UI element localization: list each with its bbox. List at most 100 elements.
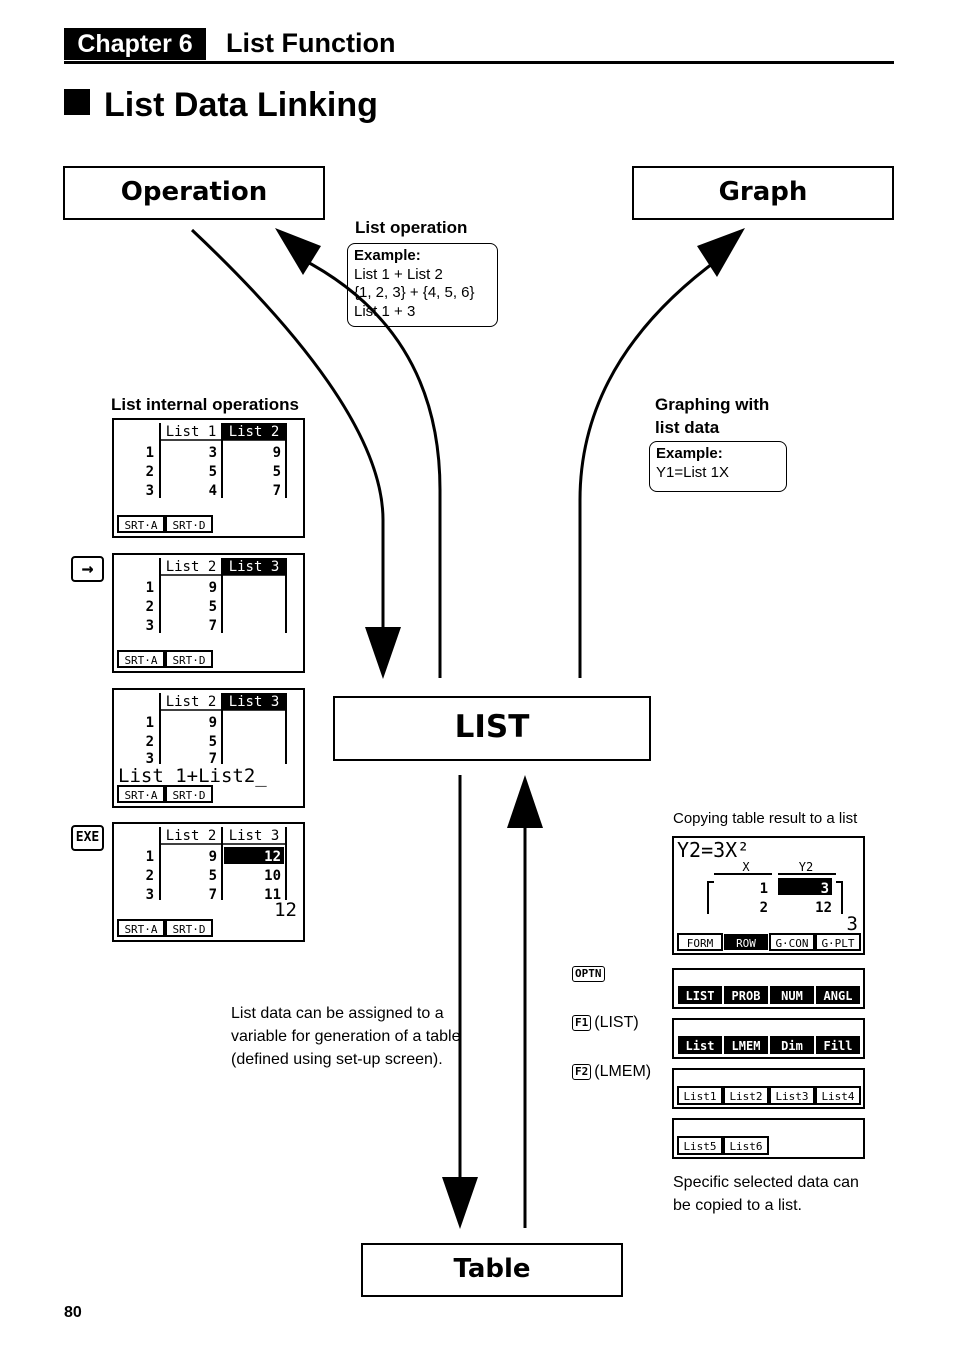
cell-value-selected: 12	[264, 849, 281, 865]
row-number: 2	[146, 734, 154, 750]
menu-strip: List5 List6	[677, 1136, 769, 1155]
f2-key: F2(LMEM)	[572, 1062, 651, 1082]
chapter-tag: Chapter 6	[64, 28, 206, 60]
cell-value: 9	[209, 849, 217, 865]
menu-item: LMEM	[732, 1039, 761, 1053]
f2-key-cap: F2	[572, 1064, 592, 1080]
example-line: List 1 + 3	[354, 302, 416, 320]
table-screen: Y2=3X² X Y2 1 2 3 12 3 FORM ROW G·CON G·…	[677, 838, 861, 951]
cell-value: 7	[273, 483, 281, 499]
column-header-selected: List 2	[229, 424, 280, 440]
table-note: List data can be assigned to a variable …	[231, 1002, 460, 1071]
function-menu-item: ROW	[736, 937, 756, 950]
f1-key-label: (LIST)	[594, 1014, 639, 1031]
function-menu-item: SRT·D	[172, 654, 205, 667]
header-rule	[64, 61, 894, 64]
x-value: 1	[760, 881, 768, 897]
table-result-screen: Y2=3X² X Y2 1 2 3 12 3 FORM ROW G·CON G·…	[672, 836, 865, 955]
column-header: List 2	[166, 694, 217, 710]
graphing-with-label: Graphing with	[655, 395, 770, 414]
lmem-menu-screen-2: List5 List6	[672, 1118, 865, 1159]
menu-item: NUM	[781, 989, 803, 1003]
operation-to-list-curve	[190, 228, 385, 630]
list-editor-screen: List 2 List 3 1 2 3 9 5 7 12 10 11 12 SR…	[117, 827, 297, 937]
function-menu-item: FORM	[687, 937, 714, 950]
row-number: 2	[146, 868, 154, 884]
list-to-operation-curve	[299, 256, 442, 678]
column-header: List 3	[229, 828, 280, 844]
cell-value: 5	[209, 734, 217, 750]
function-menu-item: SRT·A	[124, 789, 157, 802]
function-menu-item: SRT·D	[172, 519, 205, 532]
specific-note-line: Specific selected data can	[673, 1174, 859, 1191]
row-number: 3	[146, 618, 154, 634]
column-header: List 2	[166, 828, 217, 844]
table-note-line: variable for generation of a table	[231, 1028, 461, 1045]
menu-item: Dim	[781, 1039, 803, 1053]
row-number: 3	[146, 483, 154, 499]
y-value-selected: 3	[821, 881, 829, 897]
menu-item: List3	[775, 1090, 808, 1103]
list-box: LIST	[333, 696, 651, 761]
row-number: 2	[146, 464, 154, 480]
cell-value: 5	[209, 464, 217, 480]
arrowhead-into-operation	[275, 228, 321, 275]
menu-item: List4	[821, 1090, 854, 1103]
calculator-screen-3: List 2 List 3 1 2 3 9 5 7 List 1+List2_ …	[112, 688, 305, 808]
example-line: {1, 2, 3} + {4, 5, 6}	[354, 284, 475, 301]
menu-item: List	[686, 1039, 715, 1053]
menu-item: Fill	[824, 1039, 853, 1053]
section-title-text: List Data Linking	[104, 86, 378, 124]
arrowhead-into-list	[365, 627, 401, 679]
entry-line: 12	[274, 899, 297, 921]
function-menu-item: G·CON	[775, 937, 808, 950]
cell-value: 5	[209, 868, 217, 884]
table-note-line: List data can be assigned to a	[231, 1005, 444, 1022]
menu-item: List1	[683, 1090, 716, 1103]
row-number: 2	[146, 599, 154, 615]
list-to-graph-curve	[578, 256, 721, 678]
cell-value: 4	[209, 483, 217, 499]
lmem-menu-screen-1: List1 List2 List3 List4	[672, 1068, 865, 1109]
cell-value: 7	[209, 751, 217, 767]
row-number: 3	[146, 887, 154, 903]
cell-value: 10	[264, 868, 281, 884]
menu-strip: LIST PROB NUM ANGL	[678, 986, 860, 1004]
cell-value: 5	[273, 464, 281, 480]
column-header: X	[742, 860, 750, 874]
example-line: List 1 + List 2	[354, 265, 443, 283]
calculator-screen-2: List 2 List 3 1 2 3 9 5 7 SRT·A SRT·D	[112, 553, 305, 673]
cell-value: 11	[264, 887, 281, 903]
arrowhead-into-graph	[697, 228, 745, 277]
specific-data-note: Specific selected data can be copied to …	[673, 1171, 859, 1217]
arrowhead-into-list-from-table	[507, 775, 543, 828]
cell-value: 7	[209, 887, 217, 903]
f1-key-cap: F1	[572, 1015, 592, 1031]
function-menu-item: SRT·A	[124, 519, 157, 532]
calculator-screen-1: List 1 List 2 1 2 3 3 5 4 9 5 7 SRT·A SR…	[112, 418, 305, 538]
row-number: 1	[146, 580, 154, 596]
table-box: Table	[361, 1243, 623, 1297]
optn-key-cap: OPTN	[572, 966, 605, 982]
list-editor-screen: List 1 List 2 1 2 3 3 5 4 9 5 7 SRT·A SR…	[117, 423, 287, 533]
cell-value: 9	[209, 715, 217, 731]
column-header: List 2	[166, 559, 217, 575]
optn-menu-screen: LIST PROB NUM ANGL	[672, 968, 865, 1009]
f1-key: F1(LIST)	[572, 1013, 639, 1033]
graph-box: Graph	[632, 166, 894, 220]
chapter-title: List Function	[226, 28, 396, 58]
row-number: 1	[146, 445, 154, 461]
list-operation-example: Example: List 1 + List 2 {1, 2, 3} + {4,…	[347, 243, 498, 327]
menu-item: List5	[683, 1140, 716, 1153]
list-operation-label: List operation	[355, 218, 468, 237]
cell-value-readout: 3	[847, 913, 858, 935]
f2-key-label: (LMEM)	[594, 1063, 652, 1080]
exe-key: EXE	[71, 825, 104, 851]
optn-key: OPTN	[572, 964, 608, 984]
function-menu-item: SRT·D	[172, 789, 205, 802]
graph-example: Example: Y1=List 1X	[649, 441, 787, 492]
row-number: 1	[146, 849, 154, 865]
menu-strip: List LMEM Dim Fill	[678, 1036, 860, 1054]
square-bullet-icon	[64, 89, 90, 115]
